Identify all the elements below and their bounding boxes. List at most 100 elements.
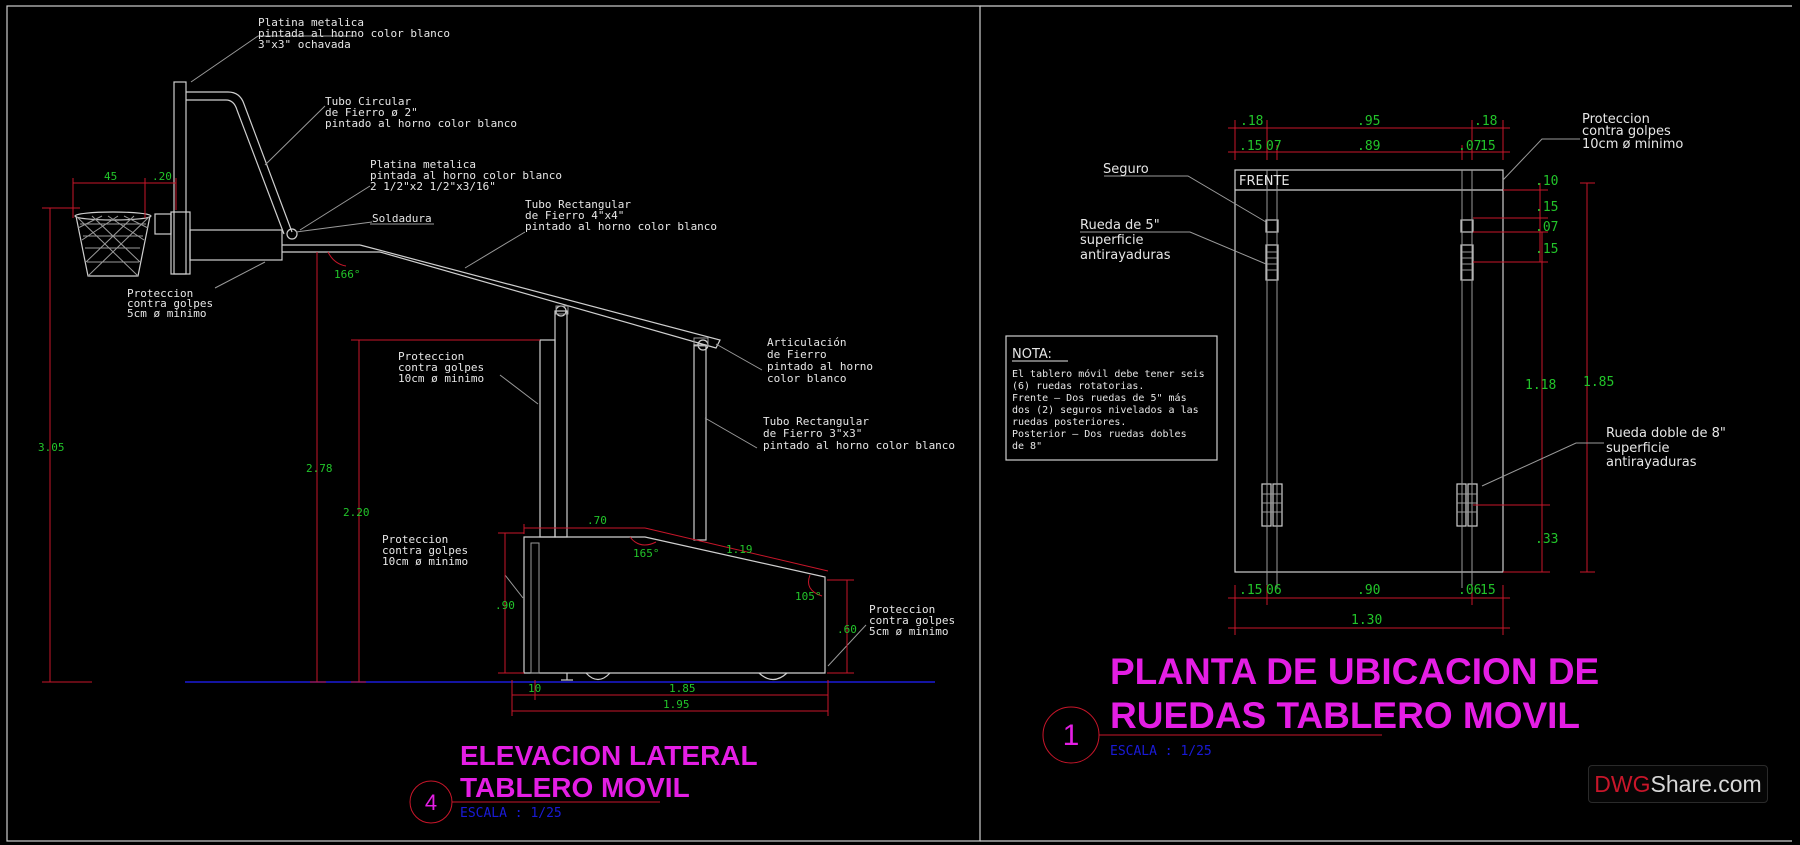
svg-text:.10: .10 <box>1535 174 1558 189</box>
svg-text:1.30: 1.30 <box>1351 613 1382 628</box>
svg-text:.70: .70 <box>587 514 607 527</box>
svg-text:contra golpes: contra golpes <box>869 614 955 627</box>
svg-text:2.20: 2.20 <box>343 506 370 519</box>
plan-title-block: PLANTA DE UBICACION DE RUEDAS TABLERO MO… <box>1042 651 1599 764</box>
svg-text:contra golpes: contra golpes <box>1582 124 1671 139</box>
label-tubo-circular: Tubo Circular de Fierro ø 2" pintado al … <box>325 95 517 130</box>
svg-text:.07: .07 <box>1535 220 1558 235</box>
svg-text:.33: .33 <box>1535 532 1558 547</box>
svg-text:Platina metalica: Platina metalica <box>258 16 364 29</box>
label-frente: FRENTE <box>1239 174 1290 189</box>
nota-heading: NOTA: <box>1012 347 1052 362</box>
svg-text:Proteccion: Proteccion <box>398 350 464 363</box>
plan-geometry <box>1234 169 1504 588</box>
sheet-frames <box>6 5 1792 842</box>
svg-text:Tubo Rectangular: Tubo Rectangular <box>763 415 869 428</box>
elevation-title-block: ELEVACION LATERAL TABLERO MOVIL 4 ESCALA… <box>409 740 758 824</box>
svg-text:El tablero móvil debe tener se: El tablero móvil debe tener seis <box>1012 368 1205 380</box>
svg-text:de 8": de 8" <box>1012 441 1042 452</box>
label-rueda-5: Rueda de 5" <box>1080 218 1160 233</box>
svg-text:15: 15 <box>1480 139 1496 154</box>
label-proteccion-base: Proteccion contra golpes 10cm ø minimo <box>382 533 468 568</box>
svg-text:Platina metalica: Platina metalica <box>370 158 476 171</box>
plan-dimension-text: .18 .95 .18 .15 07 .89 .07 15 .10 .15 .0… <box>1239 114 1614 628</box>
plan-title-line2: RUEDAS TABLERO MOVIL <box>1110 695 1580 736</box>
svg-text:de Fierro: de Fierro <box>767 348 827 361</box>
label-soldadura: Soldadura <box>372 212 432 225</box>
nota-box: NOTA: El tablero móvil debe tener seis (… <box>1005 335 1218 461</box>
svg-text:07: 07 <box>1266 139 1282 154</box>
svg-text:.89: .89 <box>1357 139 1380 154</box>
dwgshare-watermark-logo: DWGShare.com <box>1588 765 1768 803</box>
svg-text:color blanco: color blanco <box>767 372 846 385</box>
svg-text:pintado al horno color blanco: pintado al horno color blanco <box>325 117 517 130</box>
svg-text:1.85: 1.85 <box>1583 375 1614 390</box>
svg-text:Tubo Rectangular: Tubo Rectangular <box>525 198 631 211</box>
elevation-dimension-lines <box>42 178 854 716</box>
svg-text:Tubo Circular: Tubo Circular <box>325 95 411 108</box>
svg-text:contra golpes: contra golpes <box>398 361 484 374</box>
plan-scale: ESCALA : 1/25 <box>1110 744 1212 759</box>
svg-text:Frente — Dos ruedas de 5" más: Frente — Dos ruedas de 5" más <box>1012 392 1187 404</box>
elevation-dimension-text: 45 .20 166° 3.05 2.78 2.20 .70 165° 1.19… <box>38 170 857 711</box>
svg-text:45: 45 <box>104 170 117 183</box>
svg-text:.60: .60 <box>837 623 857 636</box>
elevation-scale: ESCALA : 1/25 <box>460 806 562 821</box>
elevation-title-line2: TABLERO MOVIL <box>460 772 690 803</box>
svg-text:Posterior — Dos ruedas dobles: Posterior — Dos ruedas dobles <box>1012 429 1187 440</box>
elevation-title-line1: ELEVACION LATERAL <box>460 740 758 771</box>
svg-text:3"x3" ochavada: 3"x3" ochavada <box>258 38 351 51</box>
svg-text:10: 10 <box>528 682 541 695</box>
plan-number: 1 <box>1063 719 1080 752</box>
svg-text:Proteccion: Proteccion <box>869 603 935 616</box>
plan-labels: Seguro Rueda de 5" superficie antirayadu… <box>1080 112 1726 470</box>
svg-text:1.85: 1.85 <box>669 682 696 695</box>
svg-text:5cm ø minimo: 5cm ø minimo <box>869 625 948 638</box>
plan-title-line1: PLANTA DE UBICACION DE <box>1110 651 1599 692</box>
svg-text:de Fierro 4"x4": de Fierro 4"x4" <box>525 209 624 222</box>
plan-leaders <box>1080 138 1604 487</box>
label-seguro: Seguro <box>1103 162 1149 177</box>
svg-text:165°: 165° <box>633 547 660 560</box>
svg-text:pintada al horno color blanco: pintada al horno color blanco <box>370 169 562 182</box>
svg-text:Proteccion: Proteccion <box>127 287 193 300</box>
svg-text:.18: .18 <box>1474 114 1497 129</box>
elevation-leaders <box>190 35 867 667</box>
svg-text:ruedas posteriores.: ruedas posteriores. <box>1012 417 1126 428</box>
svg-text:.95: .95 <box>1357 114 1380 129</box>
svg-text:Proteccion: Proteccion <box>382 533 448 546</box>
svg-text:dos (2) seguros nivelados a la: dos (2) seguros nivelados a las <box>1012 405 1199 416</box>
label-tubo-rectangular-4x4: Tubo Rectangular de Fierro 4"x4" pintado… <box>525 198 717 233</box>
svg-text:pintado al horno color blanco: pintado al horno color blanco <box>525 220 717 233</box>
svg-text:de Fierro 3"x3": de Fierro 3"x3" <box>763 427 862 440</box>
svg-text:contra golpes: contra golpes <box>127 297 213 310</box>
svg-text:pintada al horno color blanco: pintada al horno color blanco <box>258 27 450 40</box>
svg-text:superficie: superficie <box>1080 233 1144 248</box>
svg-text:.15: .15 <box>1239 583 1262 598</box>
label-articulacion: Articulación de Fierro pintado al horno … <box>767 336 873 385</box>
svg-text:5cm ø minimo: 5cm ø minimo <box>127 307 206 320</box>
label-proteccion-esquina: Proteccion contra golpes 5cm ø minimo <box>869 603 955 638</box>
svg-text:1.95: 1.95 <box>663 698 690 711</box>
svg-text:.18: .18 <box>1240 114 1263 129</box>
svg-text:contra golpes: contra golpes <box>382 544 468 557</box>
svg-text:.06: .06 <box>1458 583 1481 598</box>
svg-text:10cm ø minimo: 10cm ø minimo <box>382 555 468 568</box>
label-proteccion-plan: Proteccion <box>1582 112 1650 127</box>
svg-text:2.78: 2.78 <box>306 462 333 475</box>
elevation-number: 4 <box>425 790 437 815</box>
svg-text:10cm ø minimo: 10cm ø minimo <box>1582 137 1683 152</box>
svg-text:superficie: superficie <box>1606 441 1670 456</box>
label-tubo-rectangular-3x3: Tubo Rectangular de Fierro 3"x3" pintado… <box>763 415 955 452</box>
svg-text:166°: 166° <box>334 268 361 281</box>
svg-text:(6) ruedas rotatorias.: (6) ruedas rotatorias. <box>1012 381 1144 392</box>
svg-text:06: 06 <box>1266 583 1282 598</box>
label-rueda-doble-8: Rueda doble de 8" <box>1606 426 1726 441</box>
label-proteccion-aro: Proteccion contra golpes 5cm ø minimo <box>127 287 213 320</box>
svg-text:3.05: 3.05 <box>38 441 65 454</box>
label-platina-metalica-1: Platina metalica pintada al horno color … <box>258 16 450 51</box>
svg-text:.07: .07 <box>1458 139 1481 154</box>
svg-text:.15: .15 <box>1535 242 1558 257</box>
svg-text:antirayaduras: antirayaduras <box>1606 455 1697 470</box>
